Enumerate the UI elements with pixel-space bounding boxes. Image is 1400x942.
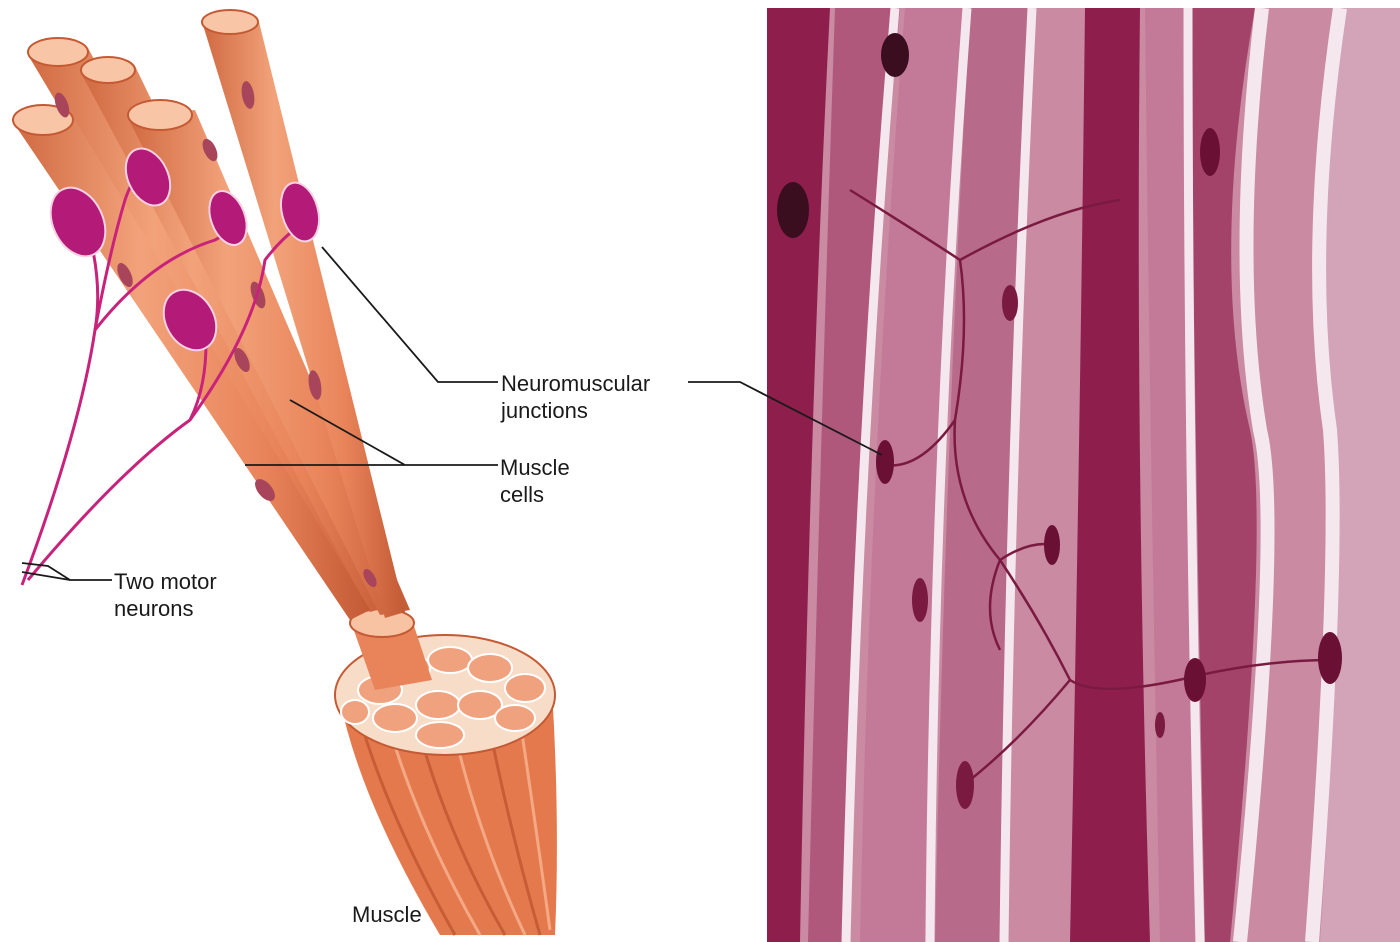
muscle-illustration [13,10,557,935]
label-line: Muscle [352,901,422,928]
label-line: junctions [501,397,650,424]
motor-neuron-1 [22,200,98,585]
muscle-label: Muscle [352,901,422,928]
leader-neuromuscular-left [322,247,498,382]
label-line: Muscle [500,454,570,481]
micrograph [767,8,1400,942]
neuromuscular-junctions-label: Neuromuscular junctions [501,370,650,424]
muscle-bundle [335,635,557,935]
label-line: Two motor [114,568,217,595]
label-line: Neuromuscular [501,370,650,397]
label-line: neurons [114,595,217,622]
muscle-cells-label: Muscle cells [500,454,570,508]
label-line: cells [500,481,570,508]
two-motor-neurons-label: Two motor neurons [114,568,217,622]
